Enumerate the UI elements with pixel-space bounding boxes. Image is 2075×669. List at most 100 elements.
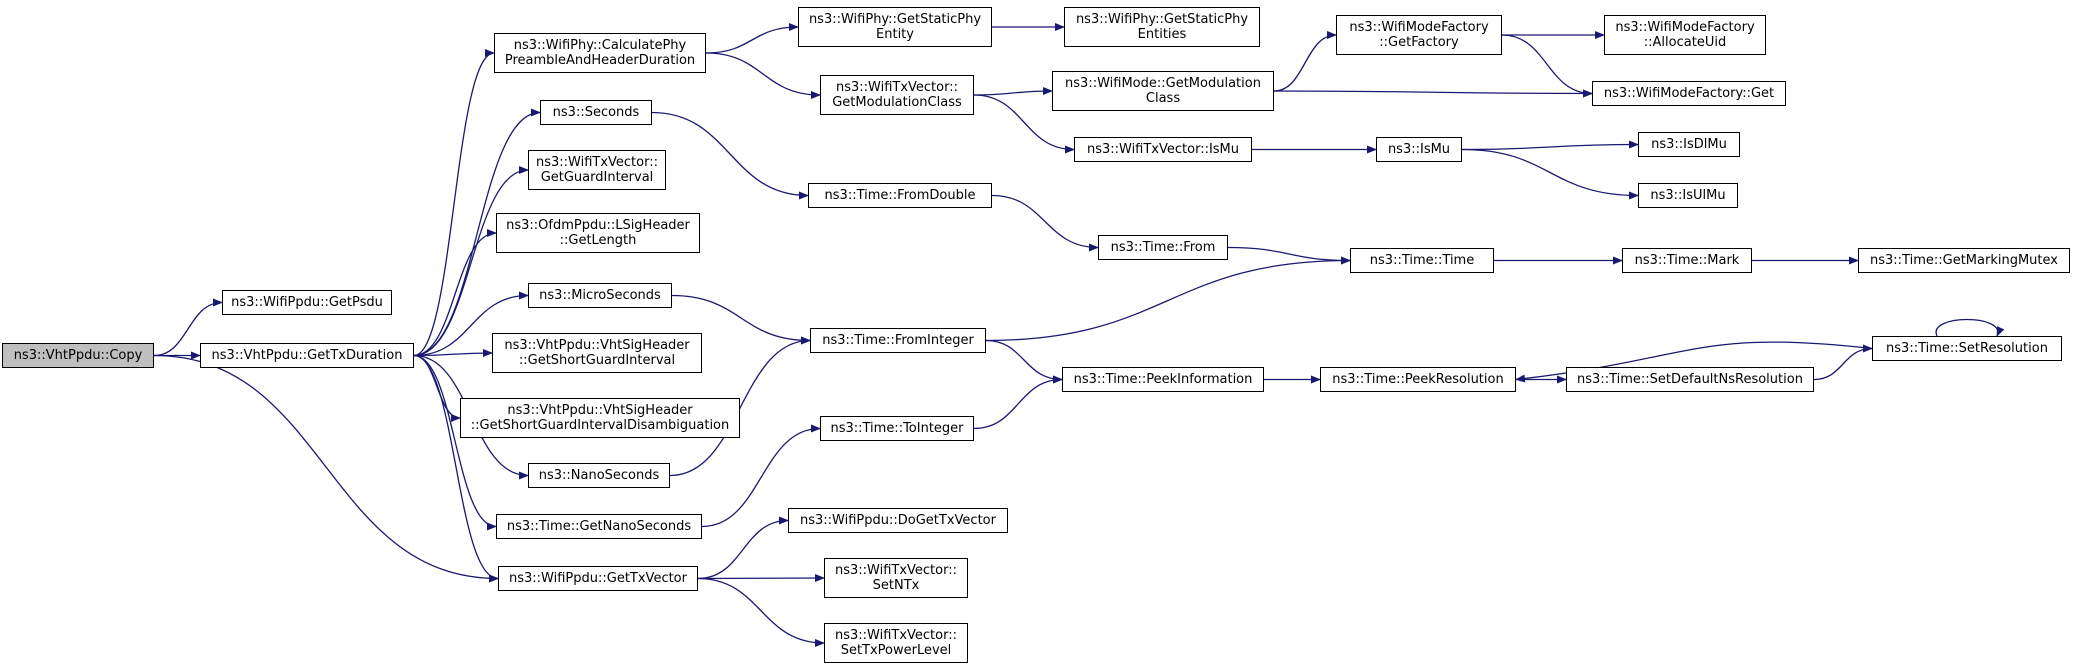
edge-micro-to-frominteger <box>671 294 811 345</box>
node-time-tointeger[interactable]: ns3::Time::ToInteger <box>820 416 974 441</box>
node-label: ns3::WifiPpdu::DoGetTxVector <box>800 513 996 528</box>
node-wifitxvector-getmodulationclass[interactable]: ns3::WifiTxVector::GetModulationClass <box>820 75 974 115</box>
node-isdlmu[interactable]: ns3::IsDlMu <box>1638 132 1740 157</box>
node-time-setdefaultnsresolution[interactable]: ns3::Time::SetDefaultNsResolution <box>1566 367 1814 392</box>
edge-gettxdur-to-lsig <box>413 229 497 357</box>
node-nanoseconds[interactable]: ns3::NanoSeconds <box>528 463 670 488</box>
edge-frominteger-to-peekinfo <box>985 339 1063 384</box>
node-label: ns3::WifiPpdu::GetPsdu <box>231 295 383 310</box>
node-label-line2: SetNTx <box>872 578 920 593</box>
node-wifimodefactory-allocateuid[interactable]: ns3::WifiModeFactory::AllocateUid <box>1604 15 1766 55</box>
node-wifippdu-getpsdu[interactable]: ns3::WifiPpdu::GetPsdu <box>222 290 392 315</box>
node-wifimodefactory-getfactory[interactable]: ns3::WifiModeFactory::GetFactory <box>1336 15 1502 55</box>
node-ismu[interactable]: ns3::IsMu <box>1376 137 1462 162</box>
node-label-line2: ::GetLength <box>559 233 637 248</box>
node-wifippdu-dogettxvector[interactable]: ns3::WifiPpdu::DoGetTxVector <box>788 508 1008 533</box>
edge-setdefns-to-setres <box>1813 344 1873 381</box>
edge-modclass-to-modeget <box>973 87 1053 96</box>
node-label: ns3::Time::GetMarkingMutex <box>1870 253 2058 268</box>
node-label-line2: SetTxPowerLevel <box>840 643 952 658</box>
node-time-peekresolution[interactable]: ns3::Time::PeekResolution <box>1320 367 1516 392</box>
node-time-getnanoseconds[interactable]: ns3::Time::GetNanoSeconds <box>496 514 702 539</box>
node-label: ns3::Time::Time <box>1369 253 1475 268</box>
node-label-line2: GetGuardInterval <box>540 170 654 185</box>
edge-calcphy-to-staticphy <box>705 23 799 54</box>
node-label-line2: Entities <box>1137 27 1187 42</box>
node-vhtppdu-gettxduration[interactable]: ns3::VhtPpdu::GetTxDuration <box>200 343 414 368</box>
edge-ismu-to-isdlmu <box>1461 140 1639 151</box>
edge-getnano-to-tointeger <box>701 424 821 528</box>
edge-vhtcopy-to-getpsdu <box>153 298 223 357</box>
edge-timefrom-to-timetime <box>1227 246 1351 265</box>
node-time-frominteger[interactable]: ns3::Time::FromInteger <box>810 328 986 353</box>
node-label: ns3::Time::SetDefaultNsResolution <box>1577 372 1803 387</box>
edge-tointeger-to-peekinfo <box>973 375 1063 430</box>
node-label: ns3::NanoSeconds <box>538 468 660 483</box>
node-label: ns3::IsDlMu <box>1651 137 1727 152</box>
node-isulmu[interactable]: ns3::IsUlMu <box>1638 183 1738 208</box>
node-label: ns3::Time::ToInteger <box>830 421 964 436</box>
node-wifitxvector-ismu[interactable]: ns3::WifiTxVector::IsMu <box>1074 137 1252 162</box>
node-label: ns3::Seconds <box>552 105 640 120</box>
node-label-line2: ::AllocateUid <box>1643 35 1727 50</box>
node-wifitxvector-setntx[interactable]: ns3::WifiTxVector::SetNTx <box>824 558 968 598</box>
node-label: ns3::OfdmPpdu::LSigHeader <box>506 218 690 233</box>
node-seconds[interactable]: ns3::Seconds <box>540 100 652 125</box>
edge-gettxdur-to-gettxvec <box>413 354 499 583</box>
edge-nano-to-frominteger <box>669 336 811 477</box>
node-label: ns3::WifiTxVector::IsMu <box>1086 142 1240 157</box>
node-label: ns3::WifiTxVector:: <box>834 628 957 643</box>
node-label: ns3::Time::PeekResolution <box>1332 372 1504 387</box>
node-label: ns3::VhtPpdu::Copy <box>13 348 143 363</box>
edge-frominteger-to-timetime <box>985 256 1351 342</box>
node-label: ns3::WifiPpdu::GetTxVector <box>509 571 687 586</box>
node-label: ns3::IsUlMu <box>1650 188 1726 203</box>
edge-gettxdur-to-shortgidis <box>413 354 461 422</box>
node-label-line2: ::GetShortGuardInterval <box>518 353 676 368</box>
node-wifitxvector-getguardinterval[interactable]: ns3::WifiTxVector::GetGuardInterval <box>528 150 666 190</box>
edge-modclass-to-ismu_vec <box>973 94 1075 154</box>
node-label: ns3::MicroSeconds <box>539 288 661 303</box>
node-label: ns3::Time::FromDouble <box>824 188 976 203</box>
node-label: ns3::Time::FromInteger <box>822 333 974 348</box>
node-time-peekinformation[interactable]: ns3::Time::PeekInformation <box>1062 367 1264 392</box>
edge-gettxdur-to-guardint <box>413 166 529 357</box>
node-time-setresolution[interactable]: ns3::Time::SetResolution <box>1872 336 2062 361</box>
edge-ismu-to-isulmu <box>1461 148 1639 200</box>
edge-gettxdur-to-getnano <box>413 354 497 531</box>
node-label: ns3::Time::SetResolution <box>1886 341 2048 356</box>
node-label: ns3::Time::PeekInformation <box>1073 372 1253 387</box>
edge-gettxvec-to-dogettxvec <box>697 516 789 580</box>
node-time-time[interactable]: ns3::Time::Time <box>1350 248 1494 273</box>
edge-modeget-to-getfactory <box>1273 31 1337 92</box>
node-label-line2: ::GetFactory <box>1379 35 1459 50</box>
node-time-mark[interactable]: ns3::Time::Mark <box>1622 248 1752 273</box>
node-vhtsigheader-getshortguardintervaldisambiguation[interactable]: ns3::VhtPpdu::VhtSigHeader::GetShortGuar… <box>460 398 740 438</box>
node-label: ns3::Time::Mark <box>1634 253 1740 268</box>
node-time-getmarkingmutex[interactable]: ns3::Time::GetMarkingMutex <box>1858 248 2070 273</box>
node-label: ns3::IsMu <box>1387 142 1451 157</box>
node-wifitxvector-settxpowerlevel[interactable]: ns3::WifiTxVector::SetTxPowerLevel <box>824 623 968 663</box>
node-ofdmppdu-lsigheader-getlength[interactable]: ns3::OfdmPpdu::LSigHeader::GetLength <box>496 213 700 253</box>
node-label: ns3::WifiMode::GetModulation <box>1065 76 1261 91</box>
node-label: ns3::WifiTxVector:: <box>834 563 957 578</box>
edge-setres-to-setres <box>1935 318 2005 337</box>
node-label: ns3::WifiTxVector:: <box>535 155 658 170</box>
edge-calcphy-to-modclass <box>705 52 821 99</box>
node-label-line2: ::GetShortGuardIntervalDisambiguation <box>470 418 730 433</box>
node-time-from[interactable]: ns3::Time::From <box>1098 235 1228 260</box>
edge-gettxdur-to-calcphy <box>413 49 495 357</box>
node-wifippdu-gettxvector[interactable]: ns3::WifiPpdu::GetTxVector <box>498 566 698 591</box>
edge-getfactory-to-factget <box>1501 34 1593 98</box>
node-vhtsigheader-getshortguardinterval[interactable]: ns3::VhtPpdu::VhtSigHeader::GetShortGuar… <box>492 333 702 373</box>
node-label: ns3::VhtPpdu::GetTxDuration <box>211 348 403 363</box>
node-microseconds[interactable]: ns3::MicroSeconds <box>528 283 672 308</box>
node-time-fromdouble[interactable]: ns3::Time::FromDouble <box>808 183 992 208</box>
node-wifimodefactory-get[interactable]: ns3::WifiModeFactory::Get <box>1592 81 1786 106</box>
node-label: ns3::WifiModeFactory::Get <box>1603 86 1775 101</box>
node-label: ns3::Time::GetNanoSeconds <box>506 519 692 534</box>
